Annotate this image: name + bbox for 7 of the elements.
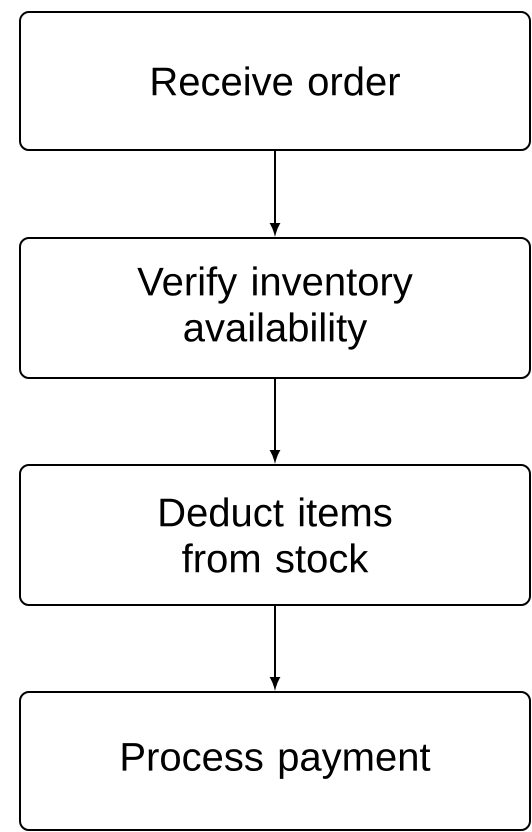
process-box: Receive order — [19, 11, 531, 151]
process-box: Deduct items from stock — [19, 464, 531, 606]
arrow — [270, 379, 280, 462]
process-box: Verify inventory availability — [19, 237, 531, 379]
process-box: Process payment — [19, 691, 531, 831]
arrow — [270, 151, 280, 234]
arrow — [270, 606, 280, 688]
